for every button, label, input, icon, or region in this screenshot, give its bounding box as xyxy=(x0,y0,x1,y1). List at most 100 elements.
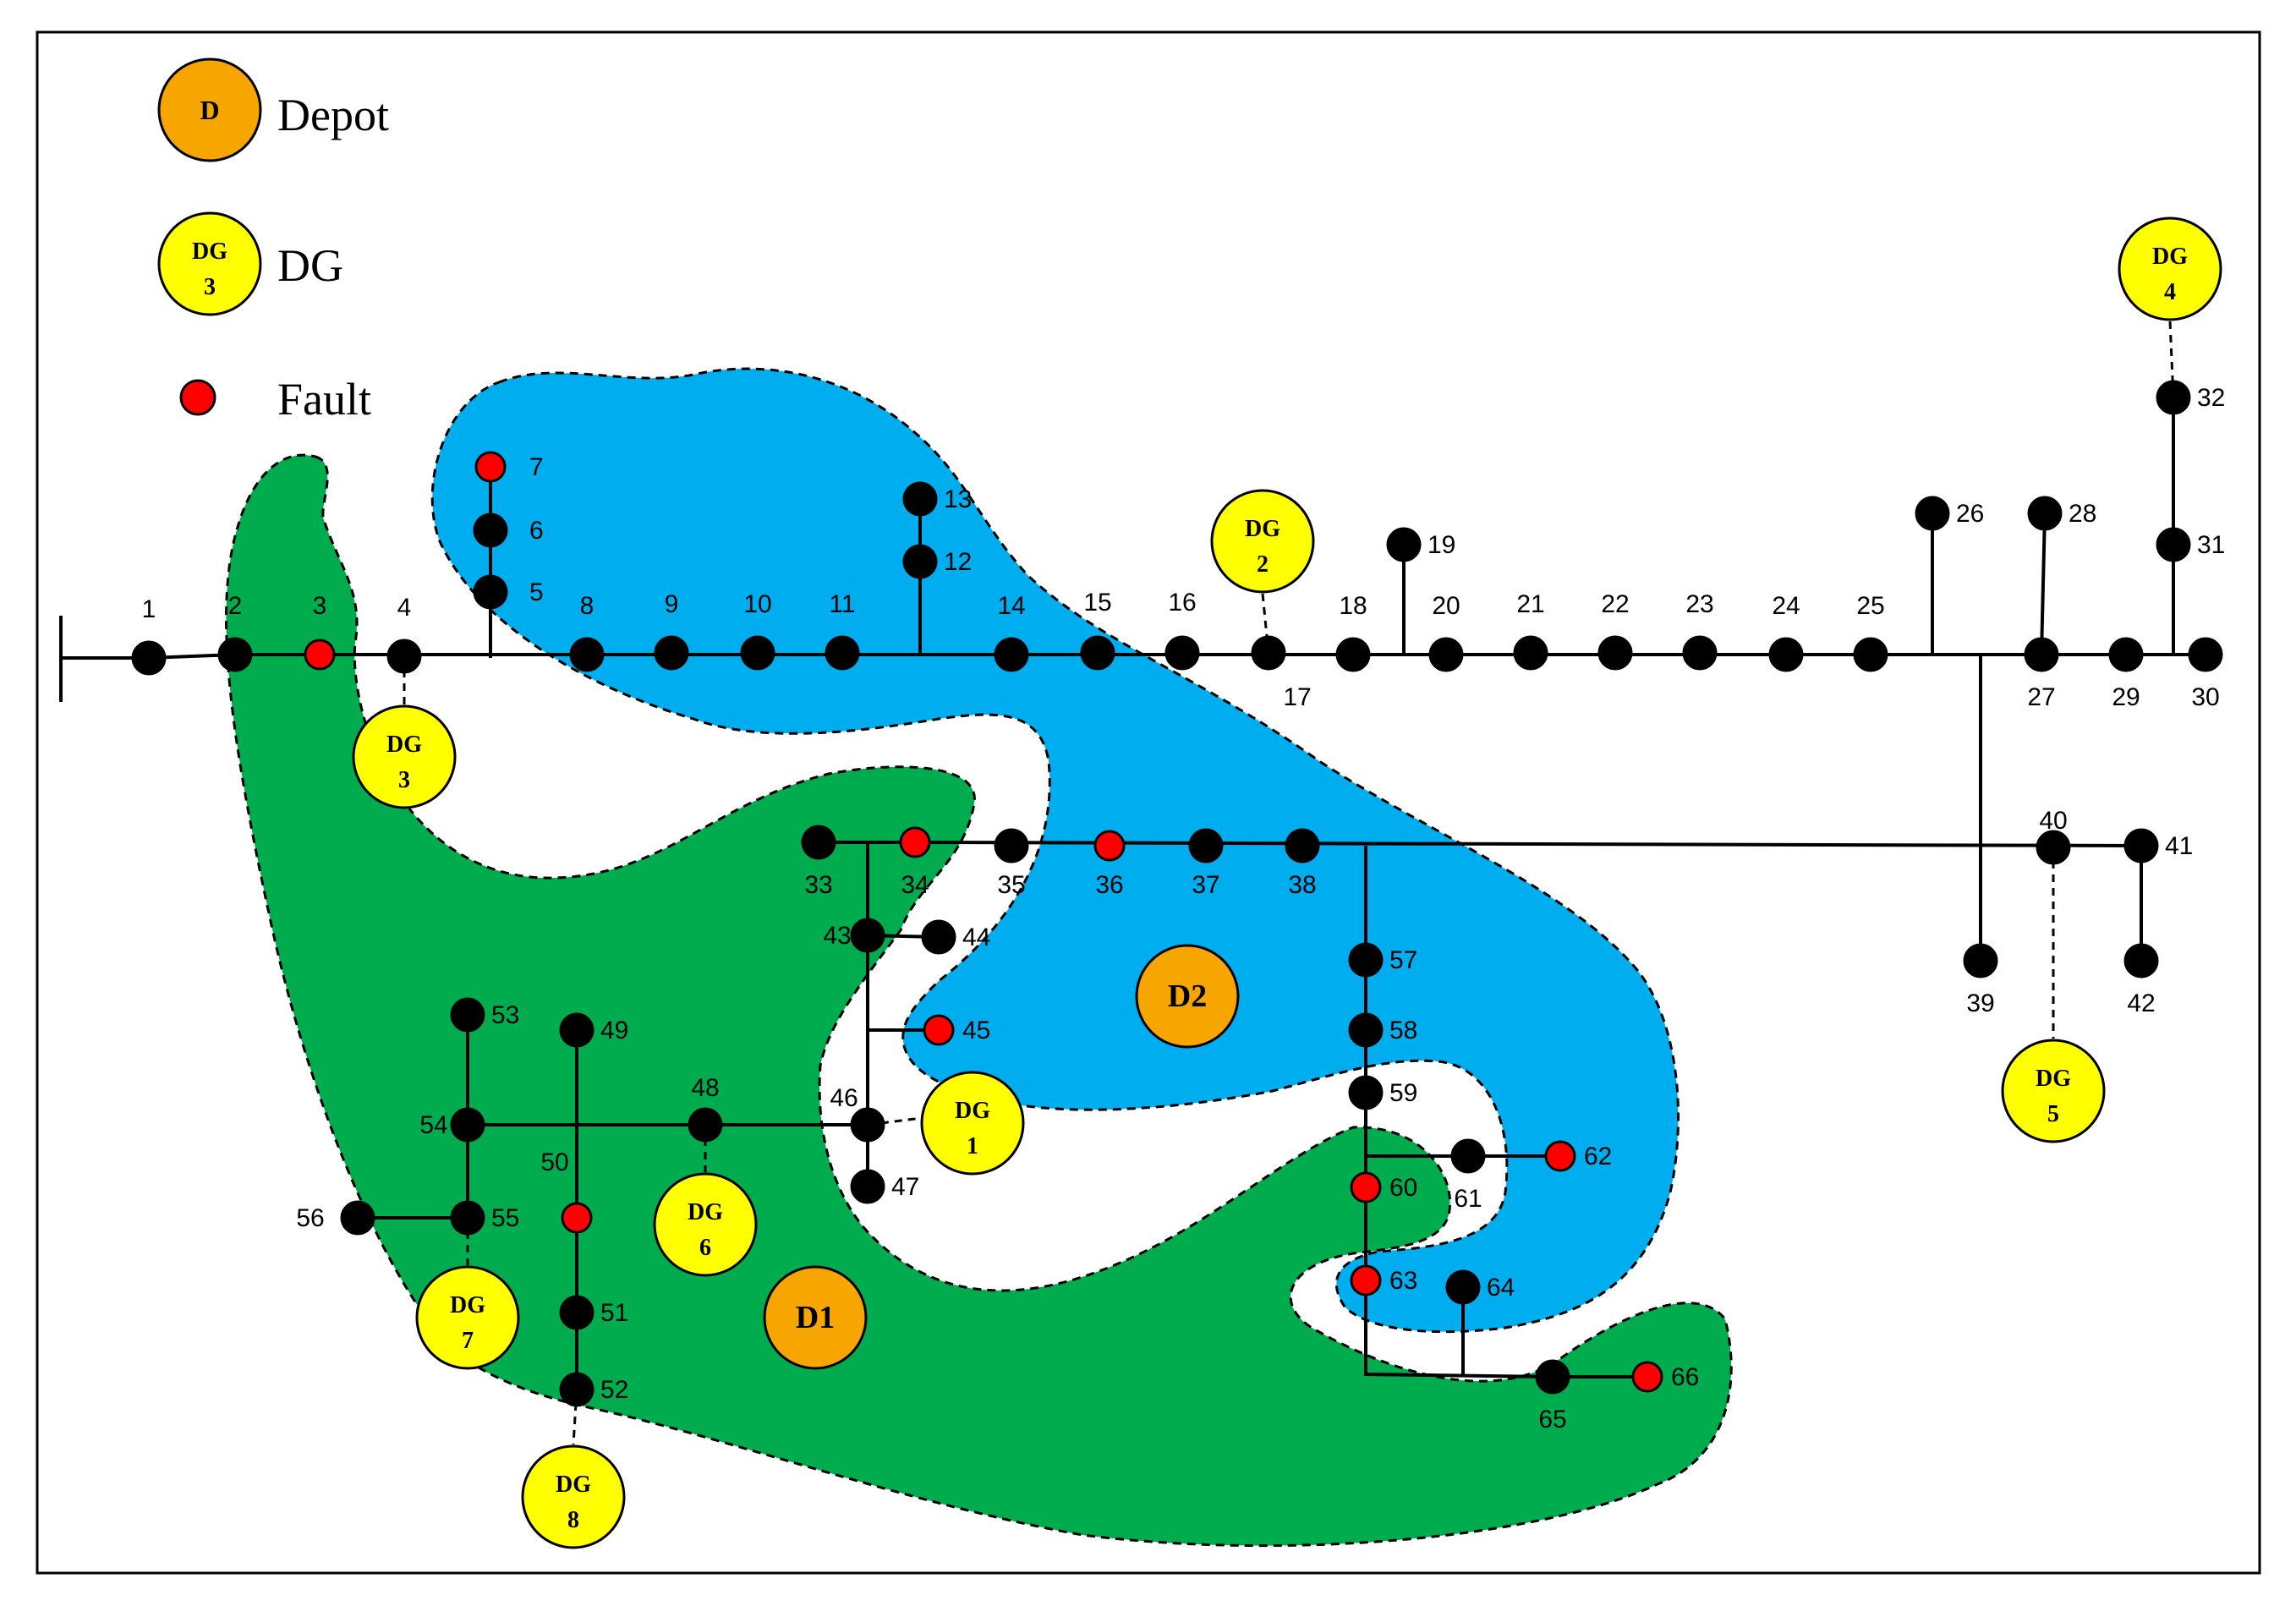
fault-node xyxy=(899,826,931,858)
bus-label: 47 xyxy=(891,1173,919,1201)
dg-label-line2: 1 xyxy=(967,1133,978,1159)
bus-8: 8 xyxy=(569,592,605,672)
bus-47: 47 xyxy=(850,1169,919,1204)
dg-label-line1: DG xyxy=(688,1199,723,1225)
bus-label: 17 xyxy=(1283,683,1311,711)
bus-36: 36 xyxy=(1093,830,1126,899)
fault-node xyxy=(561,1202,593,1234)
bus-35: 35 xyxy=(994,828,1029,899)
legend-dg-symbol xyxy=(157,211,262,316)
dg-dg5: DG5 xyxy=(2001,1039,2106,1143)
bus-node xyxy=(1535,1359,1570,1395)
bus-node xyxy=(1335,637,1371,672)
bus-24: 24 xyxy=(1768,592,1804,672)
dg-link-dg1 xyxy=(867,1116,923,1126)
bus-node xyxy=(450,997,485,1033)
bus-59: 59 xyxy=(1348,1075,1417,1110)
bus-label: 36 xyxy=(1095,871,1123,899)
dg-label-line2: 3 xyxy=(398,767,410,793)
bus-60: 60 xyxy=(1350,1171,1417,1203)
bus-41: 41 xyxy=(2123,828,2193,863)
bus-node xyxy=(1251,635,1286,671)
bus-label: 14 xyxy=(997,592,1025,620)
bus-node xyxy=(340,1200,375,1236)
bus-38: 38 xyxy=(1285,828,1320,899)
bus-label: 64 xyxy=(1487,1274,1515,1302)
bus-21: 21 xyxy=(1513,590,1548,671)
bus-1: 1 xyxy=(131,595,167,676)
bus-label: 39 xyxy=(1966,989,1994,1017)
bus-label: 20 xyxy=(1432,592,1460,620)
dg-dg2: DG2 xyxy=(1210,489,1315,594)
bus-label: 32 xyxy=(2197,384,2225,412)
bus-node xyxy=(1164,635,1200,671)
bus-label: 5 xyxy=(529,578,544,606)
bus-18: 18 xyxy=(1335,592,1371,672)
bus-9: 9 xyxy=(654,590,689,671)
bus-label: 58 xyxy=(1389,1017,1417,1044)
dg-dg8: DG8 xyxy=(521,1444,626,1549)
bus-node xyxy=(450,1200,485,1236)
bus-5: 5 xyxy=(473,574,544,610)
bus-54: 54 xyxy=(419,1107,485,1143)
bus-node xyxy=(850,918,885,953)
fault-node xyxy=(1544,1140,1576,1172)
bus-label: 35 xyxy=(997,871,1025,899)
bus-node xyxy=(386,639,422,674)
bus-label: 8 xyxy=(580,592,595,620)
bus-node xyxy=(921,919,956,955)
depot-d1: D1 xyxy=(763,1265,868,1370)
bus-node xyxy=(1188,828,1224,863)
dg-label-line1: DG xyxy=(450,1292,485,1318)
bus-node xyxy=(2123,828,2159,863)
bus-node xyxy=(217,637,253,672)
bus-label: 42 xyxy=(2127,989,2155,1017)
bus-44: 44 xyxy=(921,919,990,955)
bus-node xyxy=(2108,637,2144,672)
dg-label-line2: 2 xyxy=(1257,551,1269,578)
bus-label: 15 xyxy=(1083,589,1111,617)
depot-d2-label: D2 xyxy=(1168,978,1207,1014)
bus-node xyxy=(1853,637,1888,672)
dg-circle xyxy=(1210,489,1315,594)
fault-node xyxy=(1631,1361,1663,1393)
bus-label: 46 xyxy=(830,1084,858,1112)
bus-node xyxy=(2188,637,2223,672)
bus-label: 61 xyxy=(1454,1185,1482,1213)
bus-node xyxy=(2024,637,2059,672)
fault-node xyxy=(304,639,336,671)
bus-node xyxy=(1348,1075,1384,1110)
bus-label: 37 xyxy=(1192,871,1219,899)
legend-dg-symbol-line1: DG xyxy=(192,238,227,265)
bus-label: 11 xyxy=(829,590,855,618)
bus-label: 3 xyxy=(313,592,327,620)
dg-dg1: DG1 xyxy=(920,1071,1025,1176)
bus-label: 34 xyxy=(901,871,929,899)
depot-d1-label: D1 xyxy=(796,1300,835,1335)
bus-label: 53 xyxy=(491,1001,519,1029)
bus-node xyxy=(450,1107,485,1143)
bus-51: 51 xyxy=(559,1295,628,1330)
bus-label: 60 xyxy=(1389,1174,1417,1202)
fault-node xyxy=(1350,1264,1382,1296)
bus-label: 1 xyxy=(142,595,156,623)
bus-34: 34 xyxy=(899,826,931,899)
bus-label: 29 xyxy=(2112,683,2140,711)
bus-13: 13 xyxy=(902,481,972,517)
bus-node xyxy=(1768,637,1804,672)
dg-circle xyxy=(920,1071,1025,1176)
bus-7: 7 xyxy=(474,451,544,483)
bus-label: 26 xyxy=(1956,500,1984,528)
dg-link-dg8 xyxy=(572,1389,578,1445)
bus-52: 52 xyxy=(559,1372,628,1407)
bus-40: 40 xyxy=(2036,807,2071,865)
bus-14: 14 xyxy=(994,592,1029,672)
bus-31: 31 xyxy=(2156,527,2225,562)
bus-label: 12 xyxy=(944,548,972,576)
bus-node xyxy=(801,825,836,860)
dg-dg6: DG6 xyxy=(653,1172,758,1277)
bus-label: 22 xyxy=(1601,590,1629,618)
bus-label: 40 xyxy=(2039,807,2067,835)
dg-label-line1: DG xyxy=(386,732,422,758)
